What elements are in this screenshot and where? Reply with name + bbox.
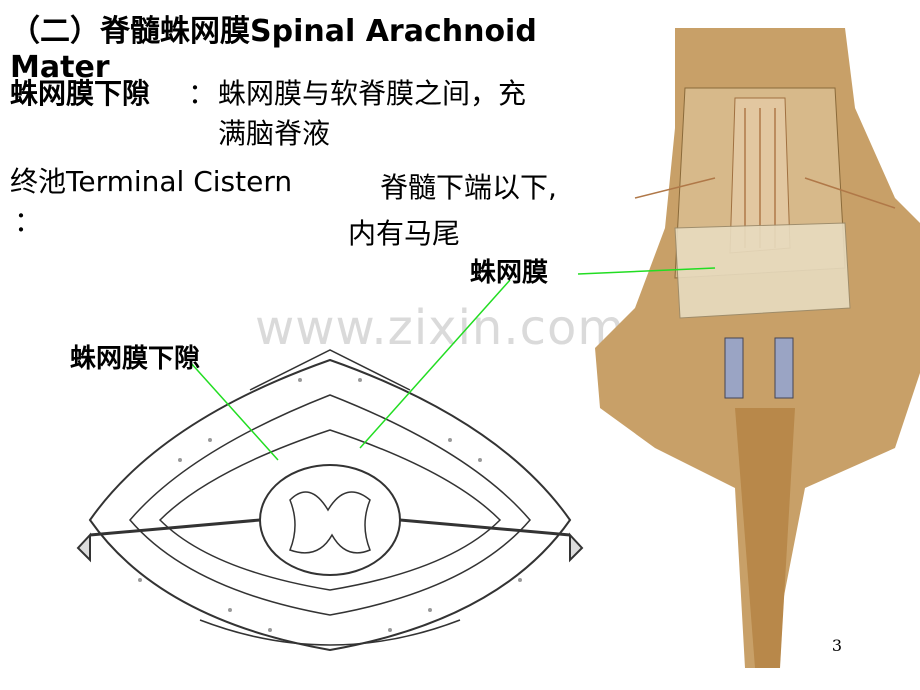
vertebral-canal-photograph [595,28,920,668]
leader-line-arachnoid-photo [577,267,716,275]
leader-line-subarachnoid [189,361,279,461]
label-arachnoid: 蛛网膜 [470,258,549,288]
page-number: 3 [831,636,842,655]
subarachnoid-definition-line1: 蛛网膜与软脊膜之间，充 [218,77,527,110]
slide-title-continued: Mater [10,50,110,85]
cistern-definition-line1: 脊髓下端以下, [380,171,557,204]
subarachnoid-colon: ： [188,77,217,110]
cistern-term: 终池Terminal Cistern [10,165,293,198]
subarachnoid-definition-line2: 满脑脊液 [218,117,331,150]
leader-line-arachnoid-diagram [359,279,511,449]
slide-title: （二）脊髓蛛网膜Spinal Arachnoid [10,14,537,49]
cistern-definition-line2: 内有马尾 [348,217,461,250]
label-subarachnoid-space: 蛛网膜下隙 [70,344,201,374]
cistern-colon: ： [14,205,43,238]
subarachnoid-term: 蛛网膜下隙 [10,77,151,110]
